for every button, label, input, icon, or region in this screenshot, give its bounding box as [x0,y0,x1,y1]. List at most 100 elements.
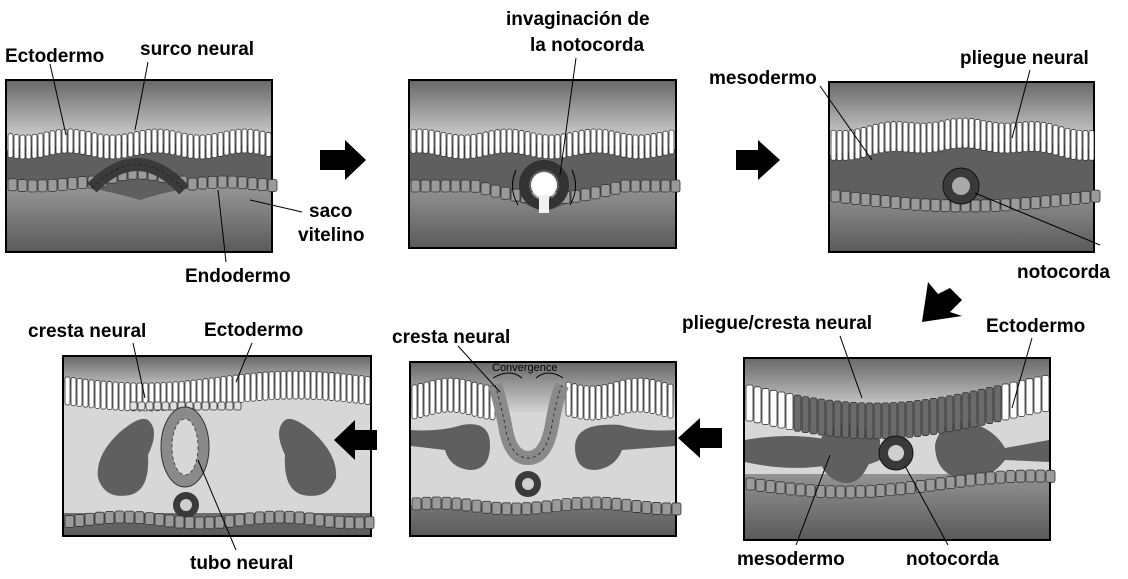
label-tubo-neural: tubo neural [190,553,293,574]
cell [625,378,632,414]
cell [163,129,170,155]
panel-6-ectoderm [64,370,371,412]
cell [447,377,454,413]
cell [264,510,275,524]
cell [115,134,122,160]
cell [476,132,483,158]
cell [483,384,490,420]
label-saco: saco [309,201,352,222]
cell [1080,190,1091,204]
cell [127,132,134,158]
cell [643,378,650,413]
cell [204,516,215,530]
cell [620,132,627,158]
cell [490,184,501,198]
cell [875,484,886,498]
cell [286,370,293,400]
label-ectodermo-1: Ectodermo [5,46,104,67]
cell [145,129,152,154]
cell [817,398,826,436]
cell [511,502,522,516]
cell [410,128,417,154]
cell [256,372,263,401]
cell [649,379,656,414]
cell [67,128,74,154]
cell [926,122,933,154]
cell [217,175,228,189]
cell [411,497,422,511]
label-cresta-neural-5: cresta neural [392,327,510,348]
cell [194,516,205,530]
cell [935,477,946,491]
cell [253,129,260,155]
cell [825,485,836,499]
cell [661,382,668,418]
cell [64,376,71,406]
cell [1009,381,1018,419]
cell [25,134,32,160]
label-notocorda-4: notocorda [906,549,999,570]
cell [420,179,431,193]
panel-3 [828,81,1101,253]
label-invaginacion-2: la notocorda [530,35,644,56]
cell [193,401,202,411]
cell [1028,121,1035,152]
cell [304,512,315,526]
cell [512,129,519,154]
cell [421,496,432,510]
cell [257,178,268,192]
cell [205,134,212,159]
cell [980,120,987,151]
cell [600,184,611,198]
arrow-1-to-2 [320,140,366,180]
cell [980,199,991,213]
cell [881,402,890,440]
cell [830,129,837,161]
cell [344,516,355,530]
cell [992,122,999,153]
cell [84,512,95,526]
cell [199,134,206,160]
cell [845,485,856,499]
cell [352,374,359,404]
cell [247,177,258,191]
cell [518,130,525,155]
panel-2 [408,79,681,249]
cell [761,388,770,425]
cell [1025,378,1034,416]
cell [227,175,238,189]
cell [267,179,278,192]
cell [482,131,489,157]
cell [620,179,631,193]
cell [1016,121,1023,153]
cell [865,484,876,498]
cell [554,134,561,160]
label-pliegue-neural: pliegue neural [960,48,1089,69]
cell [1017,380,1026,417]
cell [435,378,442,414]
cell [31,133,38,159]
cell [902,121,909,153]
cell [833,400,842,438]
cell [64,515,75,528]
cell [94,380,101,409]
label-endodermo: Endodermo [185,266,291,287]
cell [416,128,423,154]
cell [1035,469,1046,483]
cell [661,502,672,516]
cell [91,132,98,158]
panel-5: Convergence [409,361,682,537]
cell [1046,123,1053,154]
cell [244,373,251,403]
cell [631,377,638,413]
cell [134,511,145,525]
cell [103,134,110,160]
cell [889,402,898,439]
cell [154,513,165,527]
cell [124,382,131,412]
cell [85,131,92,156]
cell [226,375,233,405]
cell [572,131,579,156]
cell [854,128,861,160]
cell [1034,121,1041,153]
